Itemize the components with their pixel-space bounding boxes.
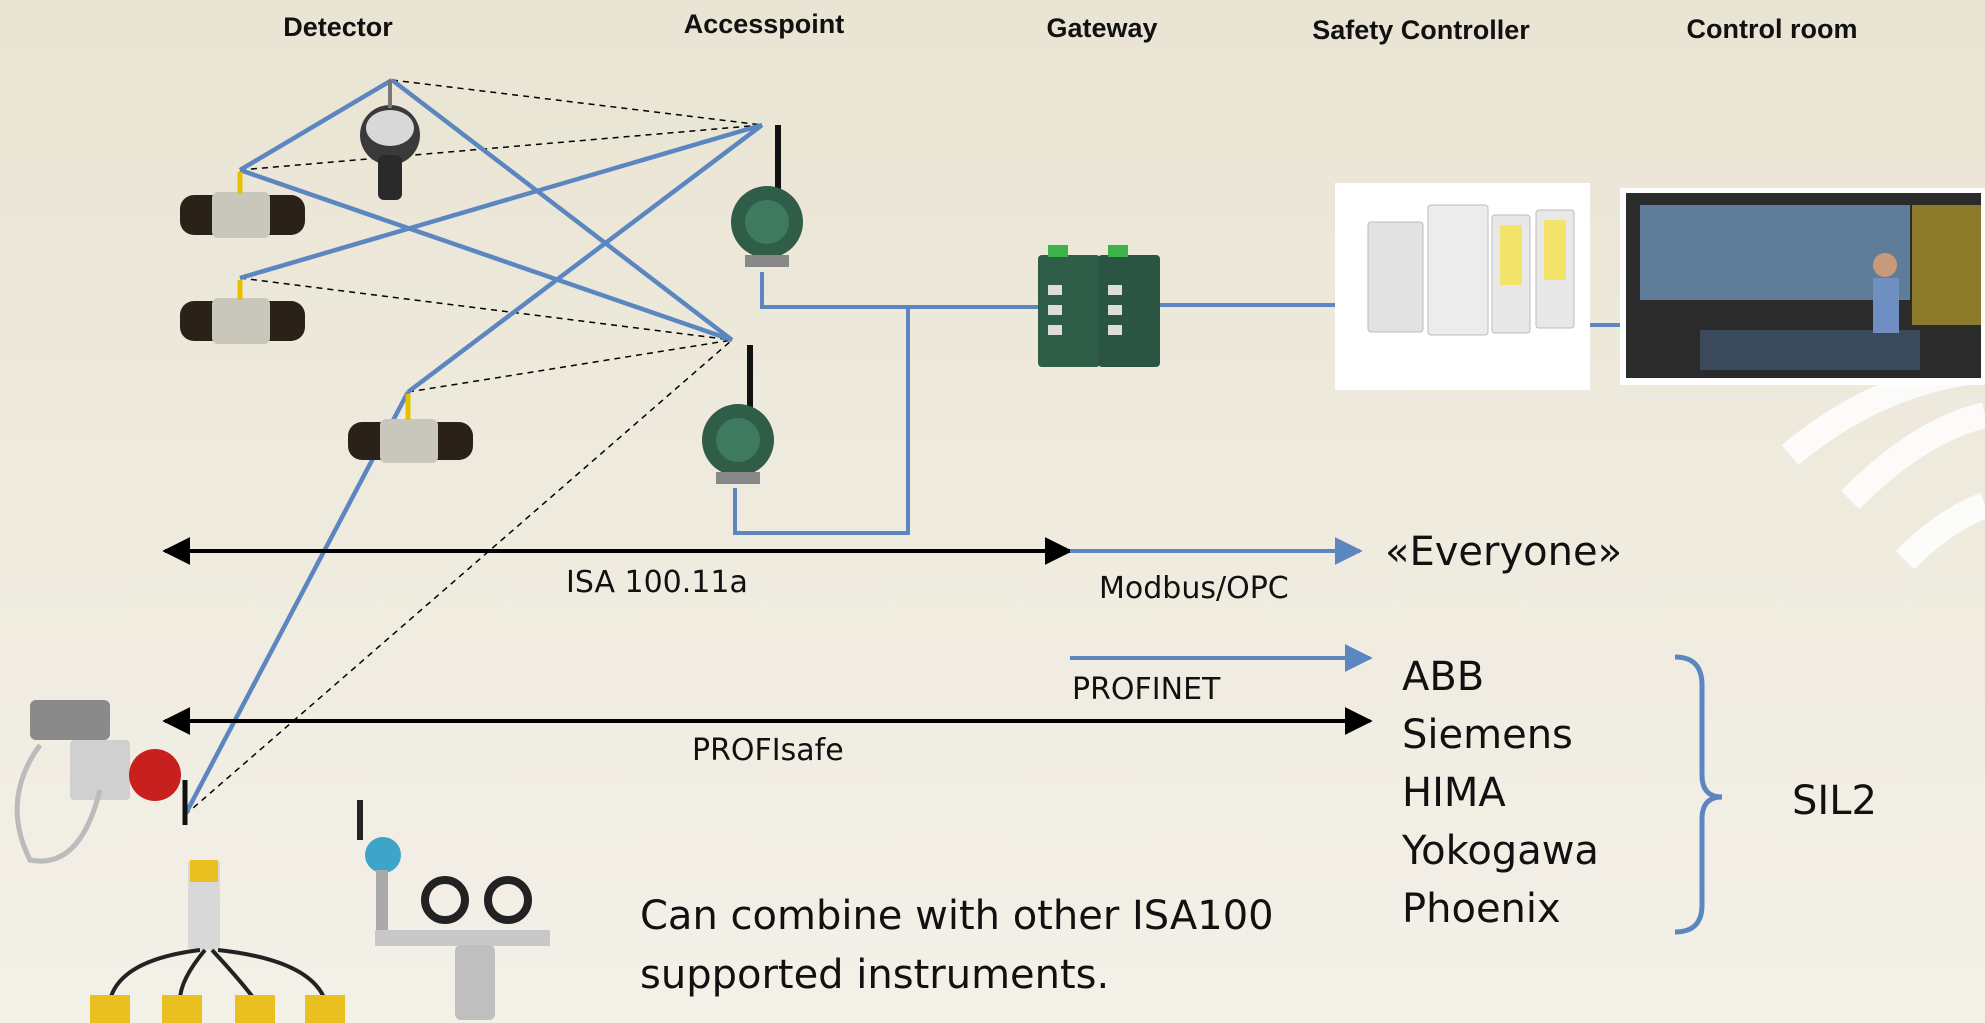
detector-gas-sensor-icon: [360, 80, 420, 200]
vendor-item: ABB: [1402, 654, 1484, 700]
vendor-brace: [1674, 654, 1723, 935]
wireless-mesh-links: [183, 78, 764, 817]
header-safety-controller: Safety Controller: [1312, 15, 1530, 45]
vendor-item: Siemens: [1402, 712, 1573, 758]
wireless-dashed-links: [184, 79, 763, 816]
wired-links: [733, 272, 1620, 535]
multi-sensor-unit-icon: [90, 860, 345, 1023]
safety-controller-icon: [1335, 183, 1590, 390]
vendor-item: Phoenix: [1402, 886, 1561, 932]
gateway-switch-icon: [1038, 245, 1160, 367]
accesspoint-icon-1: [731, 125, 803, 267]
protocol-arrows: [162, 537, 1373, 735]
header-gateway: Gateway: [1046, 13, 1157, 43]
label-everyone: «Everyone»: [1385, 529, 1622, 575]
note-line-1: Can combine with other ISA100: [640, 893, 1274, 939]
vendor-item: Yokogawa: [1401, 828, 1599, 874]
label-sil2: SIL2: [1792, 778, 1877, 824]
control-room-photo-icon: [1620, 188, 1985, 385]
transmitter-valve-icon: [357, 800, 550, 1020]
label-profisafe: PROFIsafe: [692, 733, 844, 768]
label-modbus: Modbus/OPC: [1099, 571, 1289, 606]
detector-flame-icon-1: [180, 172, 305, 238]
label-isa: ISA 100.11a: [566, 565, 748, 600]
flame-detector-mounted-icon: [14, 700, 188, 864]
accesspoint-icon-2: [702, 345, 774, 484]
header-control-room: Control room: [1687, 14, 1858, 44]
note-line-2: supported instruments.: [640, 952, 1109, 998]
header-accesspoint: Accesspoint: [684, 9, 845, 39]
detector-flame-icon-3: [348, 394, 473, 463]
header-detector: Detector: [283, 12, 393, 42]
detector-flame-icon-2: [180, 280, 305, 344]
vendor-list: ABB Siemens HIMA Yokogawa Phoenix: [1401, 654, 1599, 932]
vendor-item: HIMA: [1402, 770, 1506, 816]
label-profinet: PROFINET: [1072, 672, 1221, 707]
decorative-arcs: [1781, 357, 1985, 570]
